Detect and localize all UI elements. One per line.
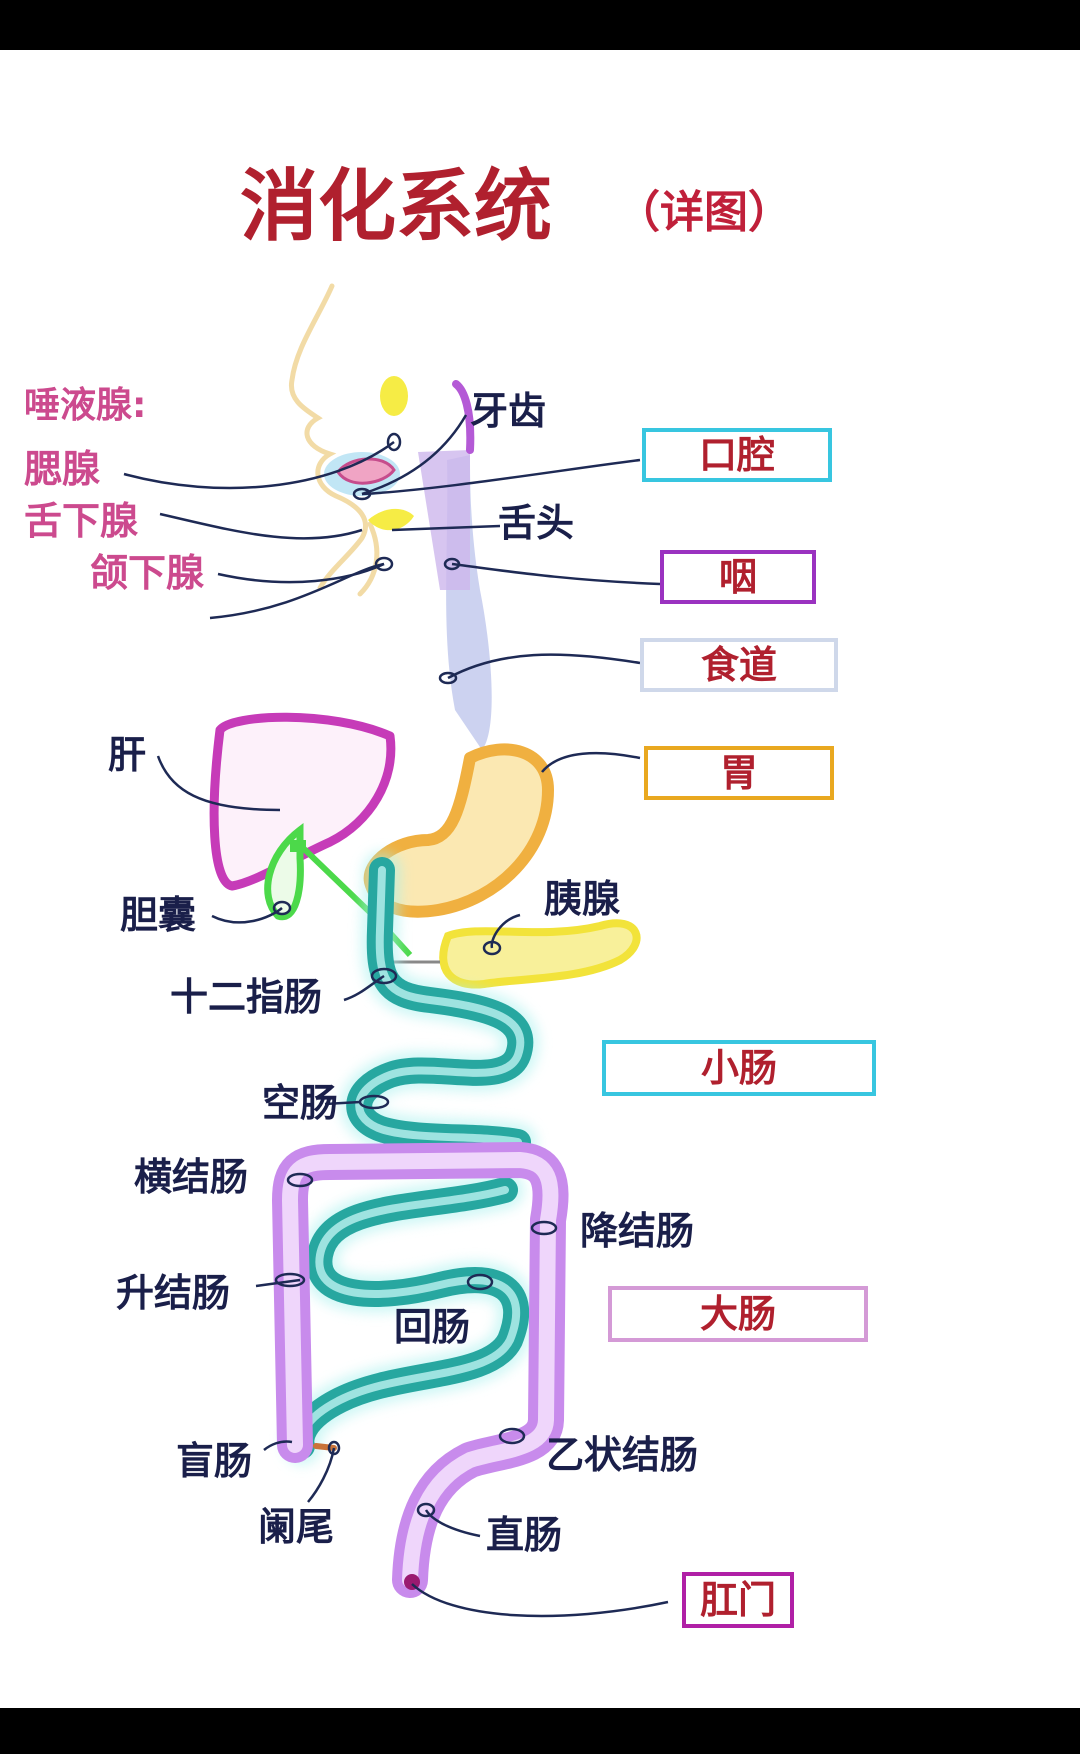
- liver-label: 肝: [108, 733, 146, 777]
- tongue-label: 舌头: [498, 501, 574, 545]
- anus-box-label: 肛门: [700, 1578, 776, 1622]
- submandibular-gland: [368, 508, 414, 531]
- teeth-label: 牙齿: [470, 389, 546, 433]
- cecum-label: 盲肠: [176, 1439, 252, 1483]
- appendix-organ: [313, 1443, 337, 1451]
- submandibular-gland-label: 颌下腺: [90, 551, 205, 595]
- ileum-label: 回肠: [394, 1305, 470, 1349]
- stomach-box-label: 胃: [720, 751, 758, 795]
- parotid-gland-label: 腮腺: [24, 447, 101, 491]
- jejunum-label: 空肠: [262, 1081, 338, 1125]
- sublingual-gland-label: 舌下腺: [24, 499, 139, 543]
- sigmoid-colon-label: 乙状结肠: [546, 1433, 698, 1477]
- parotid-gland: [380, 376, 408, 416]
- stomach-organ: [363, 743, 554, 918]
- mouth-box: [642, 428, 832, 482]
- large-intestine-box: [608, 1286, 868, 1342]
- diagram-canvas: 消化系统 （详图）: [0, 50, 1080, 1708]
- small-intestine-box: [602, 1040, 876, 1096]
- transverse-colon-label: 横结肠: [134, 1155, 248, 1199]
- pancreas-organ: [439, 919, 641, 989]
- anus-box: [682, 1572, 794, 1628]
- esophagus-box: [640, 638, 838, 692]
- rectum-label: 直肠: [486, 1513, 562, 1557]
- pancreas-label: 胰腺: [544, 877, 621, 921]
- hepatic-duct-node: [290, 840, 306, 852]
- large-intestine-box-label: 大肠: [700, 1292, 776, 1336]
- large-intestine-organ: [272, 1142, 569, 1598]
- descending-colon-label: 降结肠: [580, 1209, 694, 1253]
- digestive-system-diagram: 消化系统 （详图）: [24, 162, 876, 1628]
- appendix-label: 阑尾: [258, 1505, 334, 1549]
- pharynx-edge: [452, 380, 475, 454]
- ascending-colon-label: 升结肠: [116, 1271, 230, 1315]
- stomach-box: [644, 746, 834, 800]
- small-intestine-box-label: 小肠: [701, 1046, 777, 1090]
- mouth-box-label: 口腔: [699, 433, 775, 477]
- pharynx-box-label: 咽: [719, 555, 757, 599]
- duodenum-label: 十二指肠: [170, 975, 322, 1019]
- gallbladder-label: 胆囊: [120, 893, 196, 937]
- pharynx-box: [660, 550, 816, 604]
- leader-endpoints: [272, 432, 558, 1518]
- diagram-title: 消化系统: [240, 162, 552, 252]
- diagram-subtitle: （详图）: [616, 187, 792, 238]
- pharynx-organ: [418, 450, 470, 590]
- leader-lines: [123, 414, 669, 1618]
- esophagus-box-label: 食道: [701, 643, 777, 687]
- small-intestine-organ: [282, 851, 540, 1465]
- salivary-glands-header: 唾液腺:: [24, 385, 146, 426]
- liver-organ: [209, 712, 396, 891]
- face-profile-outline: [288, 283, 369, 591]
